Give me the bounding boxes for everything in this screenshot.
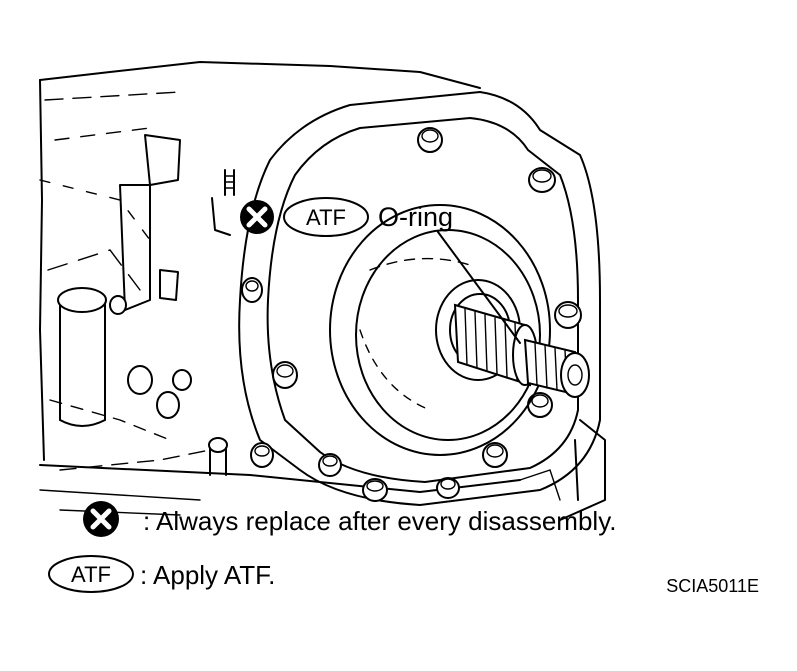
legend-atf-text: : Apply ATF.: [140, 560, 275, 590]
oil-pump-flange: [238, 91, 601, 506]
input-shaft: [453, 303, 590, 398]
flange-bolts: [241, 127, 582, 502]
atf-symbol: ATF: [283, 197, 369, 237]
transmission-case-illustration: [39, 61, 521, 516]
right-housing: [519, 419, 606, 521]
legend-atf-symbol-label: ATF: [71, 562, 111, 587]
figure-id: SCIA5011E: [666, 576, 759, 596]
legend-row-atf: ATF : Apply ATF.: [48, 555, 275, 593]
legend-row-replace: : Always replace after every disassembly…: [83, 501, 616, 537]
replace-x-icon: [83, 501, 119, 537]
callout-o-ring: ATF O-ring: [240, 197, 521, 344]
atf-symbol-label: ATF: [306, 205, 346, 230]
replace-x-icon: [240, 200, 274, 234]
atf-symbol: [48, 555, 134, 593]
o-ring-label: O-ring: [378, 202, 453, 232]
legend: : Always replace after every disassembly…: [48, 501, 616, 593]
legend-replace-text: : Always replace after every disassembly…: [143, 506, 616, 536]
leader-line: [437, 231, 521, 344]
